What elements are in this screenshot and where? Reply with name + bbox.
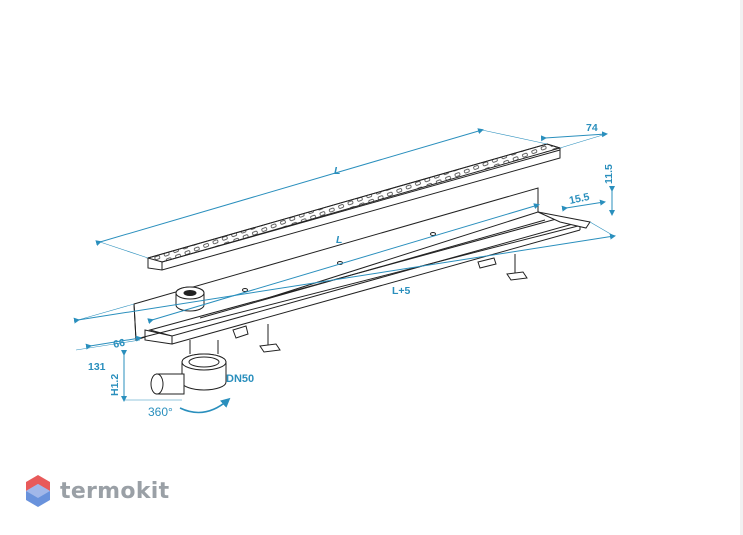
right-edge-divider: [740, 0, 743, 535]
dim-length-top: L: [334, 165, 340, 177]
dim-length-bottom: L+5: [392, 285, 411, 297]
brand-logo-icon: [26, 475, 50, 507]
dim-height-adjust: H1.2: [109, 374, 121, 396]
dim-height-total: 131: [88, 361, 106, 373]
dimension-lines: [73, 128, 616, 414]
dim-width-top: 74: [586, 122, 598, 134]
brand-name: termokit: [60, 478, 170, 504]
outlet-size-label: DN50: [226, 373, 254, 385]
brand-watermark: termokit: [24, 472, 169, 510]
dim-height-right: 11.5: [603, 164, 615, 184]
dim-flange-width: 15.5: [568, 191, 591, 207]
rotation-label: 360°: [148, 405, 173, 419]
dim-length-mid: L: [336, 234, 342, 246]
dim-depth-left: 66: [112, 337, 126, 351]
